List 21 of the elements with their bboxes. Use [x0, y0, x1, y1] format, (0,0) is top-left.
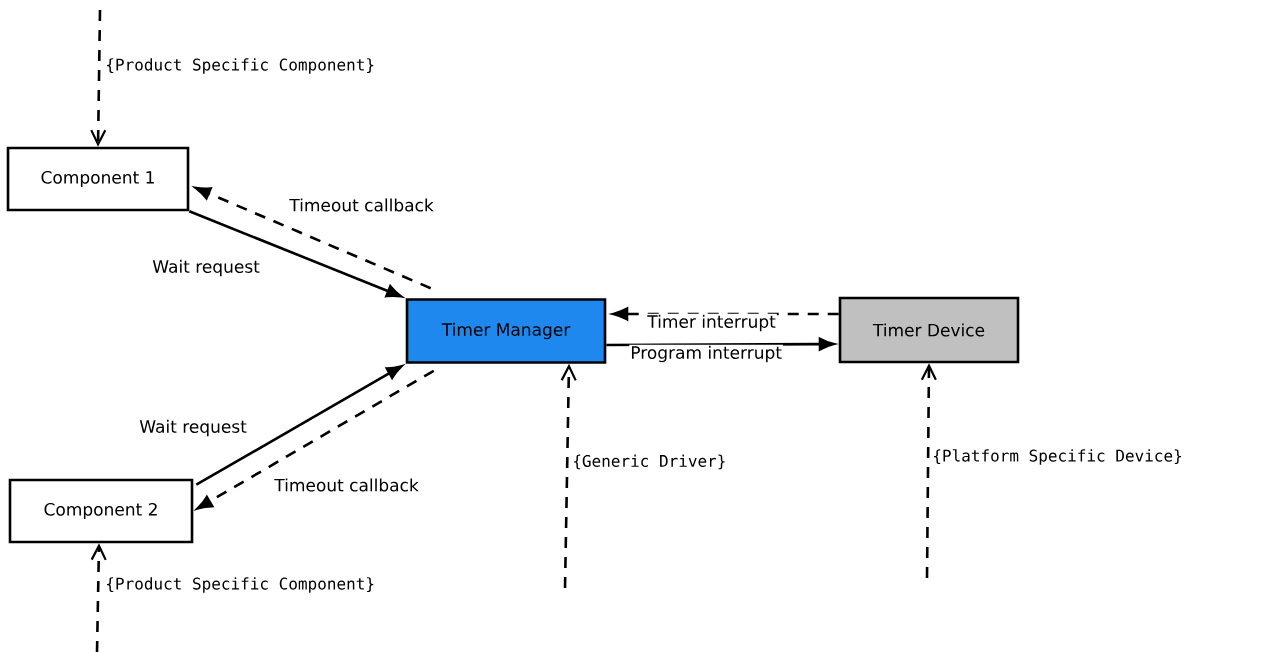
edge-label: {Product Specific Component}	[104, 576, 377, 594]
component-box: Timer Device	[838, 296, 1020, 364]
arrow	[560, 363, 577, 589]
arrow	[90, 543, 107, 652]
arrow	[188, 210, 403, 298]
arrow	[195, 365, 403, 486]
edge-label: {Generic Driver}	[571, 453, 728, 471]
edge-label: Wait request	[151, 258, 261, 278]
edge-label: Timer interrupt	[646, 313, 777, 333]
edge-label: Timeout callback	[288, 197, 435, 213]
edge-label: {Product Specific Component}	[104, 57, 377, 75]
arrow	[194, 186, 432, 290]
arrow	[196, 369, 435, 510]
edge-label: Wait request	[138, 418, 248, 438]
arrow	[920, 363, 937, 578]
component-box: Timer Manager	[405, 298, 607, 364]
edge-label: {Platform Specific Device}	[931, 448, 1184, 466]
component-box: Component 1	[6, 146, 190, 212]
component-box: Component 2	[8, 478, 194, 544]
arrow	[90, 9, 107, 147]
edge-label: Timeout callback	[273, 477, 420, 493]
